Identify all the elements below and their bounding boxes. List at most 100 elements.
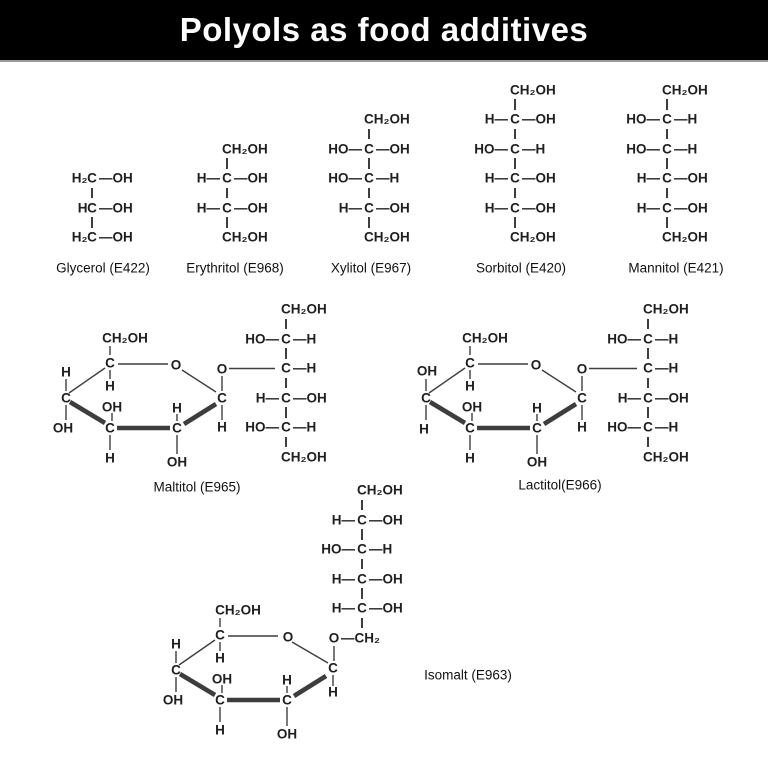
terminal-group: CH₂OH [510, 82, 556, 97]
right-group: —OH [293, 390, 327, 405]
right-group: —H [655, 360, 679, 376]
terminal-group: CH₂OH [510, 229, 556, 245]
vertical-bond [666, 128, 668, 139]
molecule-caption: Erythritol (E968) [186, 260, 284, 276]
vertical-bond [368, 128, 370, 139]
right-group: —OH [99, 229, 133, 245]
vertical-bond [647, 436, 649, 447]
left-group: HO— [245, 419, 279, 435]
atom-h: H [105, 378, 115, 394]
vertical-bond [361, 588, 363, 599]
vertical-bond [647, 318, 649, 329]
atom-oh: OH [461, 399, 483, 415]
atom-c: C [61, 390, 71, 406]
right-group: —H [369, 541, 393, 557]
molecule-caption: Isomalt (E963) [424, 667, 512, 683]
right-group: —OH [655, 390, 689, 405]
atom-c: C [465, 420, 475, 436]
atom-oh: OH [276, 726, 298, 742]
atom-c: C [215, 627, 225, 643]
atom-c: C [357, 512, 367, 527]
left-group: HO— [328, 170, 362, 186]
atom-oh: OH [52, 420, 74, 436]
left-group: H₂ [71, 229, 88, 245]
atom-c: C [643, 331, 653, 346]
vertical-bond [514, 158, 516, 169]
left-group: H— [255, 390, 279, 405]
atom-oh: OH [101, 399, 123, 415]
molecule-caption: Xylitol (E967) [330, 260, 412, 276]
terminal-group: —CH₂ [341, 630, 380, 645]
vertical-bond [514, 187, 516, 198]
vertical-bond [666, 187, 668, 198]
atom-h: H [61, 364, 71, 380]
atom-o: O [328, 630, 340, 645]
atom-c: C [281, 419, 291, 435]
atom-c: C [662, 141, 672, 156]
atom-c: C [357, 571, 367, 586]
atom-c: C [172, 420, 182, 436]
atom-oh: OH [526, 454, 548, 470]
atom-c: C [357, 600, 367, 616]
vertical-bond [91, 217, 93, 228]
left-group: HO— [626, 111, 660, 127]
left-group: HO— [626, 141, 660, 156]
left-group: H— [484, 111, 508, 127]
left-group: H [77, 200, 88, 215]
terminal-group: CH₂OH [662, 82, 708, 97]
right-group: —H [674, 141, 698, 156]
right-group: —OH [234, 200, 268, 215]
atom-c: C [577, 390, 587, 406]
atom-ch2oh: CH₂OH [215, 602, 261, 618]
atom-oh: OH [416, 363, 438, 379]
atom-oh: OH [162, 692, 184, 708]
atom-c: C [215, 692, 225, 708]
right-group: —H [293, 419, 317, 435]
left-group: H— [636, 170, 660, 186]
left-group: H— [484, 170, 508, 186]
vertical-bond [647, 407, 649, 418]
molecule-maltitol: CH₂OH C H O O C H C H OH C OH H C H OH C… [30, 295, 360, 505]
terminal-group: CH₂OH [357, 482, 403, 498]
atom-c: C [282, 692, 292, 708]
right-group: —OH [99, 170, 133, 186]
atom-o: O [170, 357, 182, 373]
left-group: H— [196, 200, 220, 215]
molecule-caption: Maltitol (E965) [153, 479, 241, 495]
vertical-bond [361, 558, 363, 569]
terminal-group: CH₂OH [643, 301, 689, 317]
atom-c: C [105, 355, 115, 371]
right-group: —OH [522, 170, 556, 186]
atom-h: H [532, 400, 542, 416]
atom-h: H [172, 400, 182, 416]
left-group: H— [331, 512, 355, 527]
vertical-bond [666, 217, 668, 228]
atom-c: C [87, 200, 97, 215]
vertical-bond [285, 407, 287, 418]
vertical-bond [361, 617, 363, 628]
vertical-bond [361, 499, 363, 510]
atom-c: C [465, 355, 475, 371]
vertical-bond [666, 99, 668, 110]
vertical-bond [368, 217, 370, 228]
atom-c: C [532, 420, 542, 436]
right-group: —OH [369, 571, 403, 586]
atom-o: O [530, 357, 542, 373]
left-group: H— [196, 170, 220, 186]
vertical-bond [647, 348, 649, 359]
vertical-bond [361, 529, 363, 540]
atom-c: C [421, 390, 431, 406]
right-group: —OH [674, 200, 708, 215]
left-group: HO— [245, 331, 279, 346]
vertical-bond [368, 187, 370, 198]
molecule-caption: Mannitol (E421) [628, 260, 724, 276]
right-group: —OH [234, 170, 268, 186]
atom-c: C [87, 229, 97, 245]
left-group: H— [331, 571, 355, 586]
atom-c: C [364, 141, 374, 156]
atom-c: C [328, 660, 338, 676]
terminal-group: CH₂OH [364, 111, 410, 127]
